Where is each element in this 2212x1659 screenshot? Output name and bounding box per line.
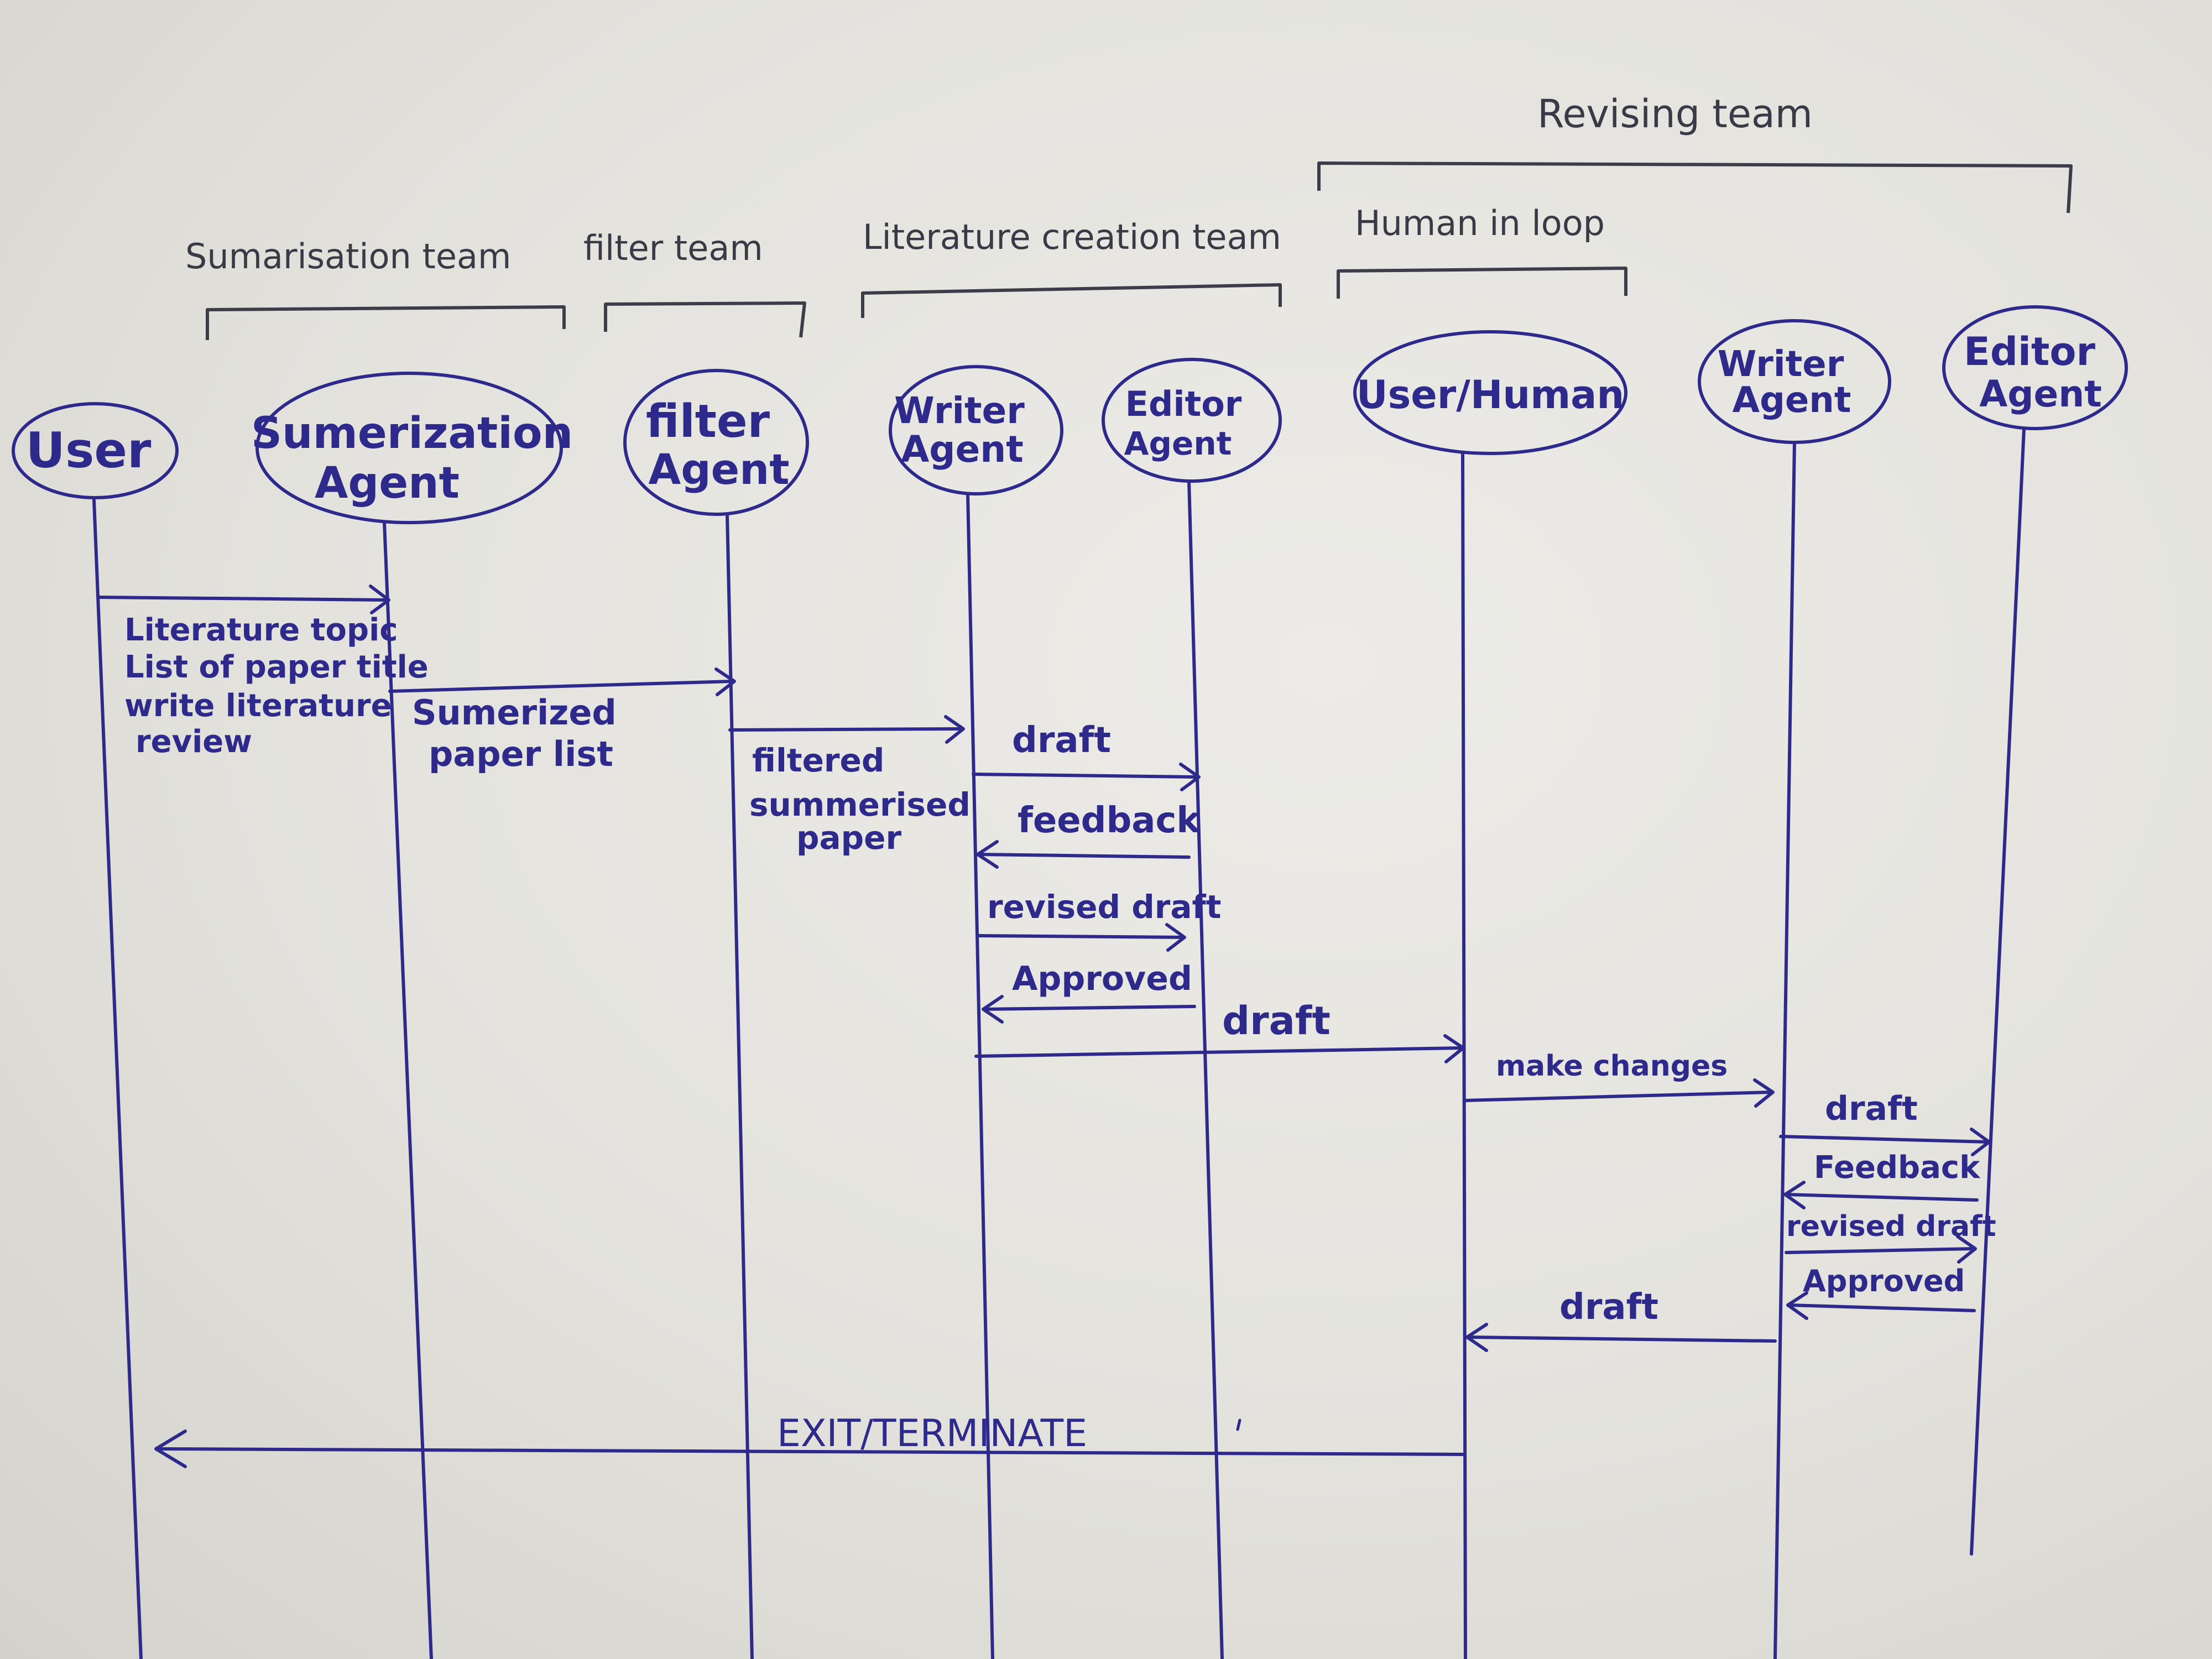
lifeline-editor-agent-2 xyxy=(1970,427,2026,1556)
svg-text:make changes: make changes xyxy=(1496,1050,1728,1083)
message-draft-back-to-human: draft xyxy=(1465,1287,1777,1352)
actor-summarization-agent-line1: Sumerization xyxy=(251,409,573,458)
svg-text:Sumerized: Sumerized xyxy=(412,692,617,733)
message-approved-2: Approved xyxy=(1786,1264,1976,1320)
svg-text:EXIT/TERMINATE: EXIT/TERMINATE xyxy=(777,1412,1087,1455)
bracket-human-in-loop xyxy=(1337,267,1627,299)
svg-text:draft: draft xyxy=(1825,1089,1918,1128)
svg-text:feedback: feedback xyxy=(1018,800,1201,841)
actor-editor-agent-1-line1: Editor xyxy=(1125,384,1242,424)
lifeline-user xyxy=(92,499,143,1659)
actor-user-human: User/Human xyxy=(1353,330,1627,455)
actor-writer-agent-2-line1: Writer xyxy=(1718,344,1844,385)
team-label-revising: Revising team xyxy=(1537,91,1813,137)
actor-writer-agent-2: Writer Agent xyxy=(1698,319,1891,444)
lifeline-editor-agent-1 xyxy=(1187,479,1224,1659)
stray-ink-mark xyxy=(1236,1418,1241,1431)
actor-user-human-label: User/Human xyxy=(1357,372,1625,418)
svg-text:draft: draft xyxy=(1559,1287,1658,1328)
team-label-filter: filter team xyxy=(583,228,763,268)
message-make-changes: make changes xyxy=(1464,1050,1775,1108)
actor-editor-agent-1: Editor Agent xyxy=(1102,358,1282,483)
message-exit-terminate: EXIT/TERMINATE xyxy=(154,1412,1464,1468)
message-draft-2: draft xyxy=(1779,1089,1991,1156)
message-feedback-2: Feedback xyxy=(1783,1150,1981,1209)
svg-text:write literature: write literature xyxy=(124,688,392,724)
actor-editor-agent-2: Editor Agent xyxy=(1942,305,2128,430)
message-draft-1: draft xyxy=(972,720,1201,791)
team-label-literature-creation: Literature creation team xyxy=(863,217,1281,257)
message-feedback-1: feedback xyxy=(976,800,1201,869)
actor-filter-agent-line1: filter xyxy=(646,395,770,448)
actor-summarization-agent: Sumerization Agent xyxy=(251,372,573,524)
svg-text:Approved: Approved xyxy=(1012,959,1192,998)
svg-text:revised draft: revised draft xyxy=(1786,1210,1996,1243)
message-revised-draft-1: revised draft xyxy=(977,888,1221,952)
actor-user: User xyxy=(12,402,179,499)
svg-text:paper: paper xyxy=(796,819,902,857)
actor-writer-agent-1-line1: Writer xyxy=(894,389,1025,432)
lifeline-summarization-agent xyxy=(383,521,433,1659)
actor-writer-agent-1-line2: Agent xyxy=(901,428,1024,471)
message-revised-draft-2: revised draft xyxy=(1785,1210,1996,1264)
actor-editor-agent-2-line2: Agent xyxy=(1979,373,2102,415)
message-draft-to-human: draft xyxy=(974,998,1465,1063)
bracket-filter xyxy=(604,301,806,338)
message-summarization-to-filter: Sumerized paper list xyxy=(388,667,736,774)
bracket-summarisation xyxy=(206,305,566,340)
svg-text:Approved: Approved xyxy=(1803,1264,1965,1298)
actor-filter-agent-line2: Agent xyxy=(648,445,789,494)
actor-filter-agent: filter Agent xyxy=(623,369,809,516)
lifeline-writer-agent-2 xyxy=(1773,441,1796,1659)
team-label-summarisation: Sumarisation team xyxy=(185,236,511,276)
actor-editor-agent-1-line2: Agent xyxy=(1124,425,1232,462)
lifeline-user-human xyxy=(1461,452,1467,1659)
svg-text:List of paper title: List of paper title xyxy=(124,649,429,685)
svg-text:filtered: filtered xyxy=(752,742,884,779)
actor-writer-agent-1: Writer Agent xyxy=(889,365,1063,495)
bracket-revising xyxy=(1317,161,2073,213)
svg-text:summerised: summerised xyxy=(749,786,971,823)
bracket-literature-creation xyxy=(861,283,1282,318)
message-user-to-summarization: Literature topic List of paper title wri… xyxy=(98,585,429,760)
svg-text:Literature topic: Literature topic xyxy=(124,612,398,648)
actor-editor-agent-2-line1: Editor xyxy=(1964,329,2095,374)
message-approved-1: Approved xyxy=(982,959,1196,1024)
svg-text:paper list: paper list xyxy=(429,734,613,774)
svg-text:revised draft: revised draft xyxy=(987,888,1221,926)
actor-user-label: User xyxy=(26,422,152,479)
actor-writer-agent-2-line2: Agent xyxy=(1733,380,1851,421)
lifeline-writer-agent-1 xyxy=(966,492,994,1659)
lifeline-filter-agent xyxy=(726,513,754,1659)
actor-summarization-agent-line2: Agent xyxy=(315,458,460,508)
svg-text:review: review xyxy=(135,724,252,760)
svg-text:Feedback: Feedback xyxy=(1814,1150,1981,1186)
message-filter-to-writer: filtered summerised paper xyxy=(728,715,971,857)
svg-text:draft: draft xyxy=(1222,998,1331,1044)
svg-text:draft: draft xyxy=(1012,720,1111,761)
team-label-human-in-loop: Human in loop xyxy=(1355,203,1605,243)
